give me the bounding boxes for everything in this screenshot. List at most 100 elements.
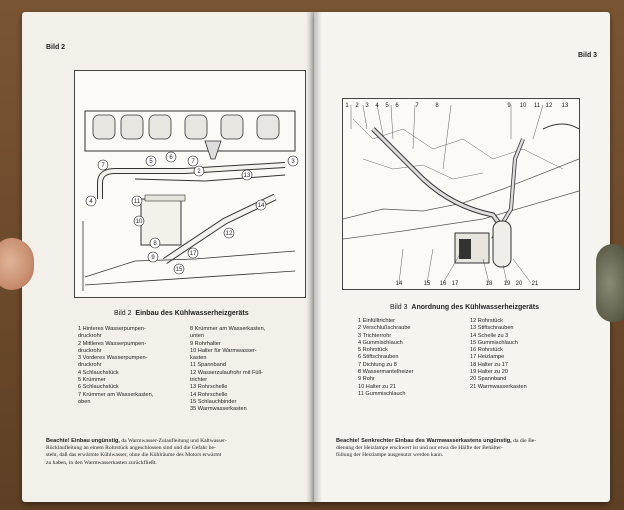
svg-text:15: 15: [176, 267, 183, 273]
note-line: steht, daß das erwärmte Kühlwasser, ohne…: [46, 452, 222, 459]
legend-item: 15 Gummischlauch: [470, 339, 518, 346]
left-page-header: Bild 2: [46, 44, 66, 51]
caption-prefix: Bild 2: [114, 310, 132, 317]
legend-item: kasten: [190, 355, 207, 362]
legend-item: oben: [78, 398, 91, 405]
caption-prefix: Bild 3: [390, 304, 408, 311]
svg-text:2: 2: [355, 103, 359, 109]
svg-text:9: 9: [507, 103, 511, 109]
legend-col-2: 8 Krümmer am Wasserkasten, unten 9 Rohrh…: [190, 326, 265, 414]
svg-text:14: 14: [396, 281, 403, 287]
note-line: zu haben, in den Warmwasserkasten zurück…: [46, 459, 157, 466]
legend-item: 10 Halter für Warmwasser-: [190, 347, 257, 354]
svg-text:8: 8: [435, 103, 439, 109]
svg-text:13: 13: [562, 103, 569, 109]
legend-item: 14 Rohrschelle: [190, 391, 228, 398]
right-page-header: Bild 3: [578, 52, 598, 59]
legend-item: 1 Einfülltrichter: [358, 318, 395, 324]
caption-title: Einbau des Kühlwasserheizgeräts: [135, 310, 249, 317]
svg-text:16: 16: [440, 281, 447, 287]
svg-text:10: 10: [136, 219, 143, 225]
legend-item: 2 Mittleres Wasserpumpen-: [78, 340, 147, 347]
legend-item: 2 Verschlußschraube: [358, 325, 411, 332]
svg-text:5: 5: [149, 159, 153, 165]
svg-text:7: 7: [415, 103, 419, 109]
note-line: Rücklaufleitung an einem Rohrstück anges…: [46, 445, 216, 452]
legend-item: 11 Spannband: [190, 362, 226, 369]
figure-2-caption: Bild 2 Einbau des Kühlwasserheizgeräts: [114, 310, 249, 317]
legend-item: 6 Schlauchstück: [78, 384, 119, 391]
note-line: dienung der Heizlampe erschwert ist und …: [336, 445, 503, 452]
legend-item: 4 Gummischlauch: [358, 339, 403, 346]
legend-item: 3 Vorderes Wasserpumpen-: [78, 355, 148, 362]
svg-text:19: 19: [504, 281, 511, 287]
svg-text:3: 3: [365, 103, 369, 109]
legend-item: 8 Wassermantelheizer: [358, 369, 414, 376]
legend-item: druckrohr: [78, 362, 102, 369]
svg-text:4: 4: [375, 103, 379, 109]
legend-col-1: 1 Einfülltrichter 2 Verschlußschraube 3 …: [358, 318, 413, 398]
left-page: Bild 2: [22, 12, 314, 502]
svg-text:9: 9: [151, 255, 155, 261]
svg-text:17: 17: [452, 281, 459, 287]
svg-text:3: 3: [291, 159, 295, 165]
right-thumb: [596, 244, 624, 322]
legend-item: 12 Wasserzulaufrohr mit Füll-: [190, 369, 263, 376]
legend-item: 13 Rohrschelle: [190, 384, 228, 391]
svg-text:17: 17: [190, 251, 197, 257]
legend-item: druckrohr: [78, 347, 102, 354]
legend-item: 7 Dichtung zu 8: [358, 361, 397, 368]
svg-text:21: 21: [532, 281, 539, 287]
legend-item: 18 Halter zu 17: [470, 361, 508, 368]
figure-3-caption: Bild 3 Anordnung des Kühlwasserheizgerät…: [390, 304, 539, 311]
svg-text:18: 18: [486, 281, 493, 287]
note-right: Beachte! Senkrechter Einbau des Warmwass…: [336, 438, 598, 460]
svg-text:1: 1: [345, 103, 349, 109]
legend-item: 20 Spannband: [470, 376, 507, 383]
legend-item: unten: [190, 333, 204, 340]
svg-text:11: 11: [134, 199, 141, 205]
legend-item: 5 Krümmer: [78, 377, 106, 384]
legend-item: 9 Rohrhalter: [190, 340, 221, 347]
legend-item: 21 Warmwasserkasten: [470, 383, 527, 390]
svg-text:13: 13: [244, 173, 251, 179]
legend-item: 4 Schlauchstück: [78, 369, 119, 376]
svg-text:12: 12: [226, 231, 233, 237]
left-finger: [0, 238, 34, 290]
svg-text:6: 6: [395, 103, 399, 109]
legend-col-1: 1 Hinteres Wasserpumpen- druckrohr 2 Mit…: [78, 326, 153, 406]
note-label: Beachte! Einbau ungünstig,: [46, 438, 120, 444]
svg-text:12: 12: [546, 103, 553, 109]
legend-item: 7 Krümmer am Wasserkasten,: [78, 391, 154, 398]
svg-text:4: 4: [89, 199, 93, 205]
legend-item: 35 Warmwasserkasten: [190, 406, 247, 413]
legend-item: 10 Halter zu 21: [358, 383, 396, 390]
note-left: Beachte! Einbau ungünstig, da Warmwasser…: [46, 438, 308, 467]
book-gutter: [306, 12, 322, 502]
svg-text:11: 11: [534, 103, 541, 109]
legend-col-2: 12 Rohrstück 13 Stiftschrauben 14 Schell…: [470, 318, 527, 391]
svg-text:15: 15: [424, 281, 431, 287]
note-label: Beachte! Senkrechter Einbau des Warmwass…: [336, 438, 512, 444]
legend-item: trichter: [190, 377, 208, 384]
svg-text:5: 5: [385, 103, 389, 109]
legend-item: 9 Rohr: [358, 376, 375, 383]
svg-text:7: 7: [101, 163, 105, 169]
legend-item: 5 Rohrstück: [358, 347, 388, 354]
legend-item: 8 Krümmer am Wasserkasten,: [190, 326, 266, 332]
note-line: füllung der Heizlampe ausgenutzt werden …: [336, 452, 444, 459]
note-line: da Warmwasser-Zulaufleitung und Kaltwass…: [121, 438, 227, 444]
svg-text:7: 7: [191, 159, 195, 165]
legend-item: 17 Heizlampe: [470, 354, 505, 361]
svg-text:2: 2: [197, 169, 201, 175]
svg-text:20: 20: [516, 281, 523, 287]
legend-item: druckrohr: [78, 333, 102, 340]
legend-item: 11 Gummischlauch: [358, 390, 406, 397]
legend-item: 3 Trichterrohr: [358, 332, 392, 339]
legend-item: 13 Stiftschrauben: [470, 325, 514, 332]
legend-item: 6 Stiftschrauben: [358, 354, 399, 361]
legend-item: 19 Halter zu 20: [470, 369, 508, 376]
